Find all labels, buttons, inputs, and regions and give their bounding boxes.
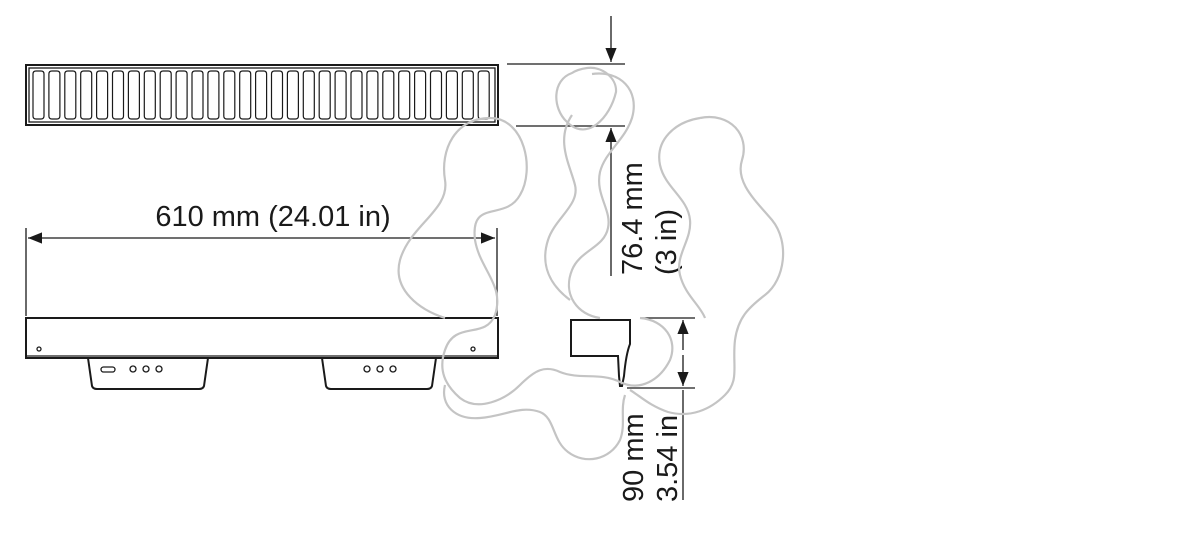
grille-slot [207, 70, 220, 120]
front-view [25, 317, 499, 390]
grille-slot [318, 70, 331, 120]
indicator-icon [376, 365, 384, 373]
grille-slot [477, 70, 490, 120]
grille-slot [143, 70, 156, 120]
grille-slot [255, 70, 268, 120]
grille-slot [239, 70, 252, 120]
grille-slot [127, 70, 140, 120]
depth-in-label: 3.54 in [652, 415, 684, 502]
grille-slot [223, 70, 236, 120]
height-dimension: 76.4 mm (3 in) [507, 16, 683, 276]
height-mm-label: 76.4 mm [617, 162, 649, 275]
indicator-icon [389, 365, 397, 373]
grille-slot [398, 70, 411, 120]
side-profile: 90 mm 3.54 in [570, 317, 695, 502]
grille-slot [302, 70, 315, 120]
grille-slot [191, 70, 204, 120]
grille-slot [382, 70, 395, 120]
grille-slot [159, 70, 172, 120]
grille-slot [445, 70, 458, 120]
grille-slot [334, 70, 347, 120]
grille-slot [286, 70, 299, 120]
grille-slots [32, 70, 490, 120]
grille-slot [32, 70, 45, 120]
height-in-label: (3 in) [651, 209, 683, 275]
indicator-icon [129, 365, 137, 373]
port-icon [100, 366, 116, 373]
length-dimension: 610 mm (24.01 in) [25, 201, 498, 316]
grille-slot [350, 70, 363, 120]
ghost-outline-overlay [397, 66, 785, 461]
grille-slot [175, 70, 188, 120]
indicator-icon [363, 365, 371, 373]
grille-slot [429, 70, 443, 120]
grille-slot [461, 70, 474, 120]
top-view-grille [25, 64, 499, 126]
grille-slot [80, 70, 93, 120]
grille-slot [111, 70, 125, 120]
grille-slot [64, 70, 77, 120]
grille-slot [414, 70, 427, 120]
grille-slot [96, 70, 109, 120]
length-label: 610 mm (24.01 in) [155, 201, 390, 233]
grille-slot [366, 70, 379, 120]
indicator-icon [142, 365, 150, 373]
indicator-icon [155, 365, 163, 373]
grille-slot [48, 70, 61, 120]
grille-slot [270, 70, 284, 120]
